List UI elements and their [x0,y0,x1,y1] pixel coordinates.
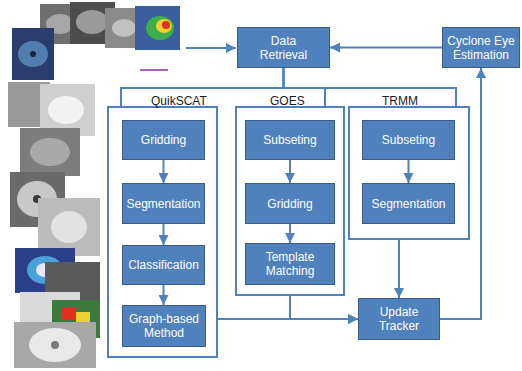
box-label: Gridding [141,133,186,147]
box-label: Subseting [263,133,316,147]
cloud-swirl [112,19,136,37]
box-label: Update Tracker [369,305,429,333]
process-box: Graph-based Method [122,305,206,347]
rain-core [162,21,170,29]
box-label: Segmentation [126,197,200,211]
flow-connector [163,224,165,245]
flow-connector [398,240,400,298]
group-heading: QuikSCAT [151,94,207,108]
flow-connector [408,160,410,183]
cloud-swirl [30,138,70,166]
image-top-row [12,2,180,80]
box-label: Data Retrieval [255,34,313,62]
box-label: Gridding [267,197,312,211]
cloud-swirl [18,41,48,67]
process-box: Update Tracker [358,298,440,340]
cloud-swirl [29,328,81,362]
box-label: Cyclone Eye Estimation [446,34,516,62]
box-label: Template Matching [250,250,330,278]
process-box: Template Matching [245,243,335,285]
box-label: Subseting [382,133,435,147]
cyclone-eye [30,51,36,57]
rain-band [146,16,174,40]
process-box: Data Retrieval [237,27,330,68]
satellite-image [38,198,100,256]
flow-connector [163,160,165,183]
flow-connector [289,224,291,243]
process-box: Segmentation [362,183,455,224]
flow-connector [290,296,358,319]
flow-connector [330,47,442,49]
group-heading: GOES [270,94,305,108]
flow-connector [163,285,165,305]
cloud-swirl [76,10,108,34]
box-label: Classification [128,258,199,272]
process-box: Gridding [122,120,205,160]
process-box: Classification [122,245,205,285]
process-box: Subseting [362,120,455,160]
cyclone-eye [51,341,59,349]
process-box: Subseting [245,120,335,160]
process-box: Segmentation [122,183,205,224]
sensor-group: GOESSubsetingGriddingTemplate Matching [235,106,345,296]
box-label: Segmentation [371,197,445,211]
satellite-image [12,28,54,80]
satellite-image [14,322,96,368]
box-label: Graph-based Method [126,312,202,340]
satellite-image [20,128,80,176]
flow-connector [289,160,291,183]
rain-core [62,308,76,320]
image-left-column [8,82,100,368]
cloud-swirl [51,211,87,243]
input-arrow [186,47,236,49]
rain-band [156,19,172,33]
cloud-swirl [48,96,84,124]
sensor-group: QuikSCATGriddingSegmentationClassificati… [107,106,218,358]
group-heading: TRMM [382,94,418,108]
process-box: Gridding [245,183,335,224]
underline-mark [140,69,168,71]
sensor-group: TRMMSubsetingSegmentation [348,106,470,240]
radar-image [135,6,180,50]
flow-connector [284,68,457,106]
process-box: Cyclone Eye Estimation [442,27,520,68]
